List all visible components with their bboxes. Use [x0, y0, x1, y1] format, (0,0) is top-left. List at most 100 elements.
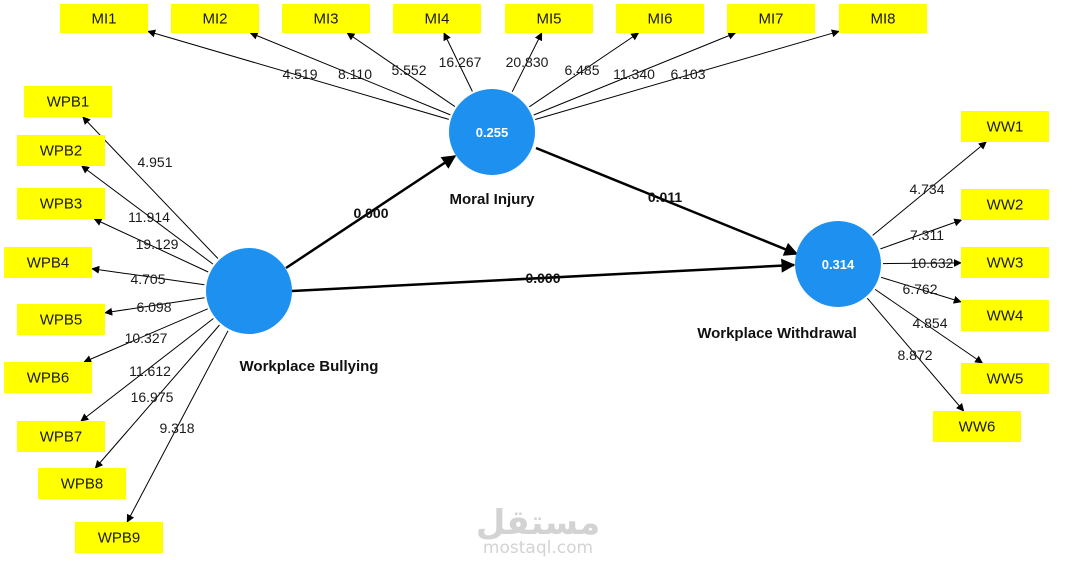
loading-value-wpb-8: 16.975	[131, 389, 174, 405]
indicator-box-wpb-1[interactable]	[24, 86, 112, 117]
indicator-box-mi-8[interactable]	[839, 4, 927, 33]
construct-name-moral-injury: Moral Injury	[449, 191, 535, 208]
loading-value-ww-5: 4.854	[912, 315, 947, 331]
path-value-wpb-mi: 0.000	[353, 205, 388, 221]
loading-line-wpb-9	[126, 330, 229, 523]
loading-value-ww-6: 8.872	[897, 347, 932, 363]
indicator-box-ww-2[interactable]	[961, 189, 1049, 220]
indicator-label-wpb-9: WPB9	[98, 530, 141, 547]
loading-value-wpb-5: 6.098	[136, 299, 171, 315]
indicator-box-wpb-3[interactable]	[17, 188, 105, 219]
indicator-box-ww-1[interactable]	[961, 111, 1049, 142]
loading-line-mi-6	[529, 32, 640, 108]
indicator-label-ww-2: WW2	[987, 197, 1024, 214]
indicator-label-mi-6: MI6	[647, 11, 672, 28]
indicator-box-ww-5[interactable]	[961, 363, 1049, 394]
loading-line-wpb-5	[104, 297, 205, 316]
indicator-label-wpb-7: WPB7	[40, 429, 83, 446]
loading-line-wpb-6	[83, 308, 208, 363]
indicator-box-wpb-6[interactable]	[4, 362, 92, 393]
construct-name-workplace-withdrawal: Workplace Withdrawal	[697, 325, 857, 342]
indicator-box-mi-3[interactable]	[282, 4, 370, 33]
loading-line-ww-2	[880, 218, 963, 250]
indicator-label-ww-6: WW6	[959, 419, 996, 436]
loading-value-mi-1: 4.519	[282, 66, 317, 82]
indicator-label-mi-1: MI1	[91, 11, 116, 28]
indicator-box-wpb-4[interactable]	[4, 247, 92, 278]
loading-line-mi-7	[533, 32, 737, 116]
indicator-box-wpb-5[interactable]	[17, 304, 105, 335]
indicator-box-ww-3[interactable]	[961, 247, 1049, 278]
indicator-box-mi-6[interactable]	[616, 4, 704, 33]
indicator-box-mi-7[interactable]	[727, 4, 815, 33]
indicator-label-wpb-4: WPB4	[27, 255, 70, 272]
path-line-wpb-mi	[285, 154, 457, 270]
construct-name-workplace-bullying: Workplace Bullying	[240, 358, 379, 375]
path-value-mi-ww: 0.011	[648, 189, 682, 205]
indicator-box-mi-1[interactable]	[60, 4, 148, 33]
r2-workplace-withdrawal: 0.314	[822, 257, 855, 272]
indicator-box-wpb-7[interactable]	[17, 421, 105, 452]
loading-value-mi-8: 6.103	[670, 66, 705, 82]
loading-value-mi-6: 6.485	[564, 62, 599, 78]
indicator-label-mi-8: MI8	[870, 11, 895, 28]
connector-layer	[80, 29, 987, 523]
watermark-logo: مستقل	[476, 503, 600, 543]
loading-value-mi-4: 16.267	[439, 54, 482, 70]
indicator-box-wpb-9[interactable]	[75, 522, 163, 553]
indicator-box-mi-5[interactable]	[505, 4, 593, 33]
indicator-label-ww-1: WW1	[987, 119, 1024, 136]
loading-line-ww-6	[866, 297, 965, 412]
loading-line-mi-2	[249, 32, 451, 116]
loading-value-ww-2: 7.311	[910, 227, 944, 243]
indicator-box-wpb-8[interactable]	[38, 468, 126, 499]
indicator-box-mi-4[interactable]	[393, 4, 481, 33]
path-line-wpb-ww	[291, 258, 796, 293]
indicator-label-ww-3: WW3	[987, 255, 1024, 272]
loading-value-wpb-3: 19.129	[136, 236, 179, 252]
watermark-site: mostaql.com	[483, 538, 593, 558]
indicator-label-wpb-3: WPB3	[40, 196, 83, 213]
indicator-label-mi-3: MI3	[313, 11, 338, 28]
indicator-label-mi-7: MI7	[758, 11, 783, 28]
loading-line-mi-3	[346, 32, 456, 108]
construct-workplace-withdrawal[interactable]	[795, 221, 881, 307]
indicator-label-ww-5: WW5	[987, 371, 1024, 388]
indicator-box-wpb-2[interactable]	[17, 135, 105, 166]
loading-line-mi-1	[147, 29, 449, 120]
loading-line-mi-8	[535, 29, 840, 120]
path-value-wpb-ww: 0.000	[525, 270, 560, 286]
indicator-label-mi-4: MI4	[424, 11, 449, 28]
construct-moral-injury[interactable]	[449, 89, 535, 175]
loading-line-wpb-8	[94, 324, 220, 469]
loading-line-wpb-2	[81, 165, 214, 265]
indicator-label-wpb-5: WPB5	[40, 312, 83, 329]
loading-value-ww-3: 10.632	[911, 255, 954, 271]
loading-line-mi-4	[443, 32, 473, 92]
loading-line-ww-4	[880, 276, 962, 304]
loading-line-wpb-4	[91, 265, 205, 286]
loading-value-mi-5: 20.830	[506, 54, 549, 70]
loading-value-wpb-2: 11.914	[128, 209, 170, 225]
loading-value-wpb-1: 4.951	[137, 154, 172, 170]
loading-value-mi-3: 5.552	[391, 62, 426, 78]
loading-line-ww-5	[874, 288, 984, 364]
r2-moral-injury: 0.255	[476, 125, 509, 140]
indicator-label-mi-5: MI5	[536, 11, 561, 28]
indicator-label-mi-2: MI2	[202, 11, 227, 28]
construct-workplace-bullying[interactable]	[206, 248, 292, 334]
indicator-box-mi-2[interactable]	[171, 4, 259, 33]
loading-line-ww-1	[872, 141, 987, 236]
indicator-box-ww-4[interactable]	[961, 300, 1049, 331]
loading-value-wpb-6: 10.327	[125, 330, 168, 346]
indicator-box-ww-6[interactable]	[933, 411, 1021, 442]
indicator-label-wpb-2: WPB2	[40, 143, 83, 160]
loading-value-ww-1: 4.734	[909, 181, 944, 197]
loading-value-mi-7: 11.340	[613, 66, 655, 82]
indicator-label-wpb-6: WPB6	[27, 370, 70, 387]
path-line-mi-ww	[535, 146, 799, 256]
loading-line-wpb-1	[82, 116, 219, 259]
loading-line-wpb-7	[80, 318, 214, 422]
